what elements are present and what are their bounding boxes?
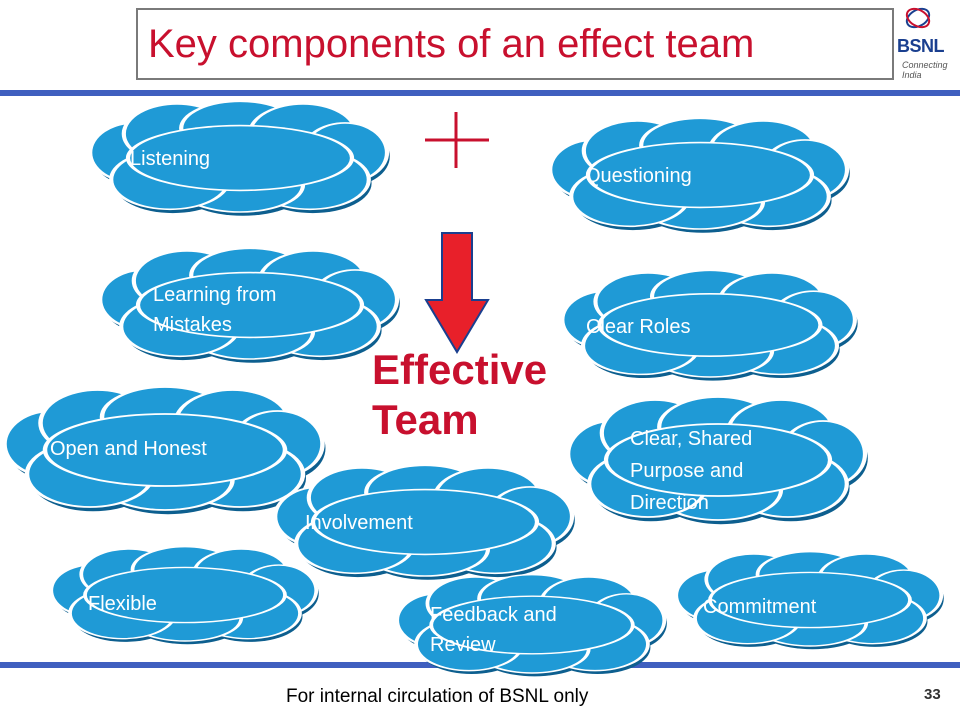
down-arrow-icon [424,232,490,354]
component-label: Commitment [703,596,817,618]
logo-tagline: Connecting India [902,60,948,80]
slide-title: Key components of an effect team [148,22,755,66]
component-label: Open and Honest [50,438,207,460]
title-box: Key components of an effect team [136,8,894,80]
component-label: Listening [130,148,211,170]
component-label: Flexible [88,593,157,615]
page-number: 33 [924,686,941,703]
component-label: Clear Roles [586,316,691,338]
logo-name: BSNL [897,36,945,56]
footer-text: For internal circulation of BSNL only [286,686,589,707]
component-label: Questioning [585,165,692,187]
plus-icon [425,112,489,168]
component-label: Involvement [305,512,413,534]
bsnl-logo-icon [905,7,931,29]
header-rule [0,90,960,96]
